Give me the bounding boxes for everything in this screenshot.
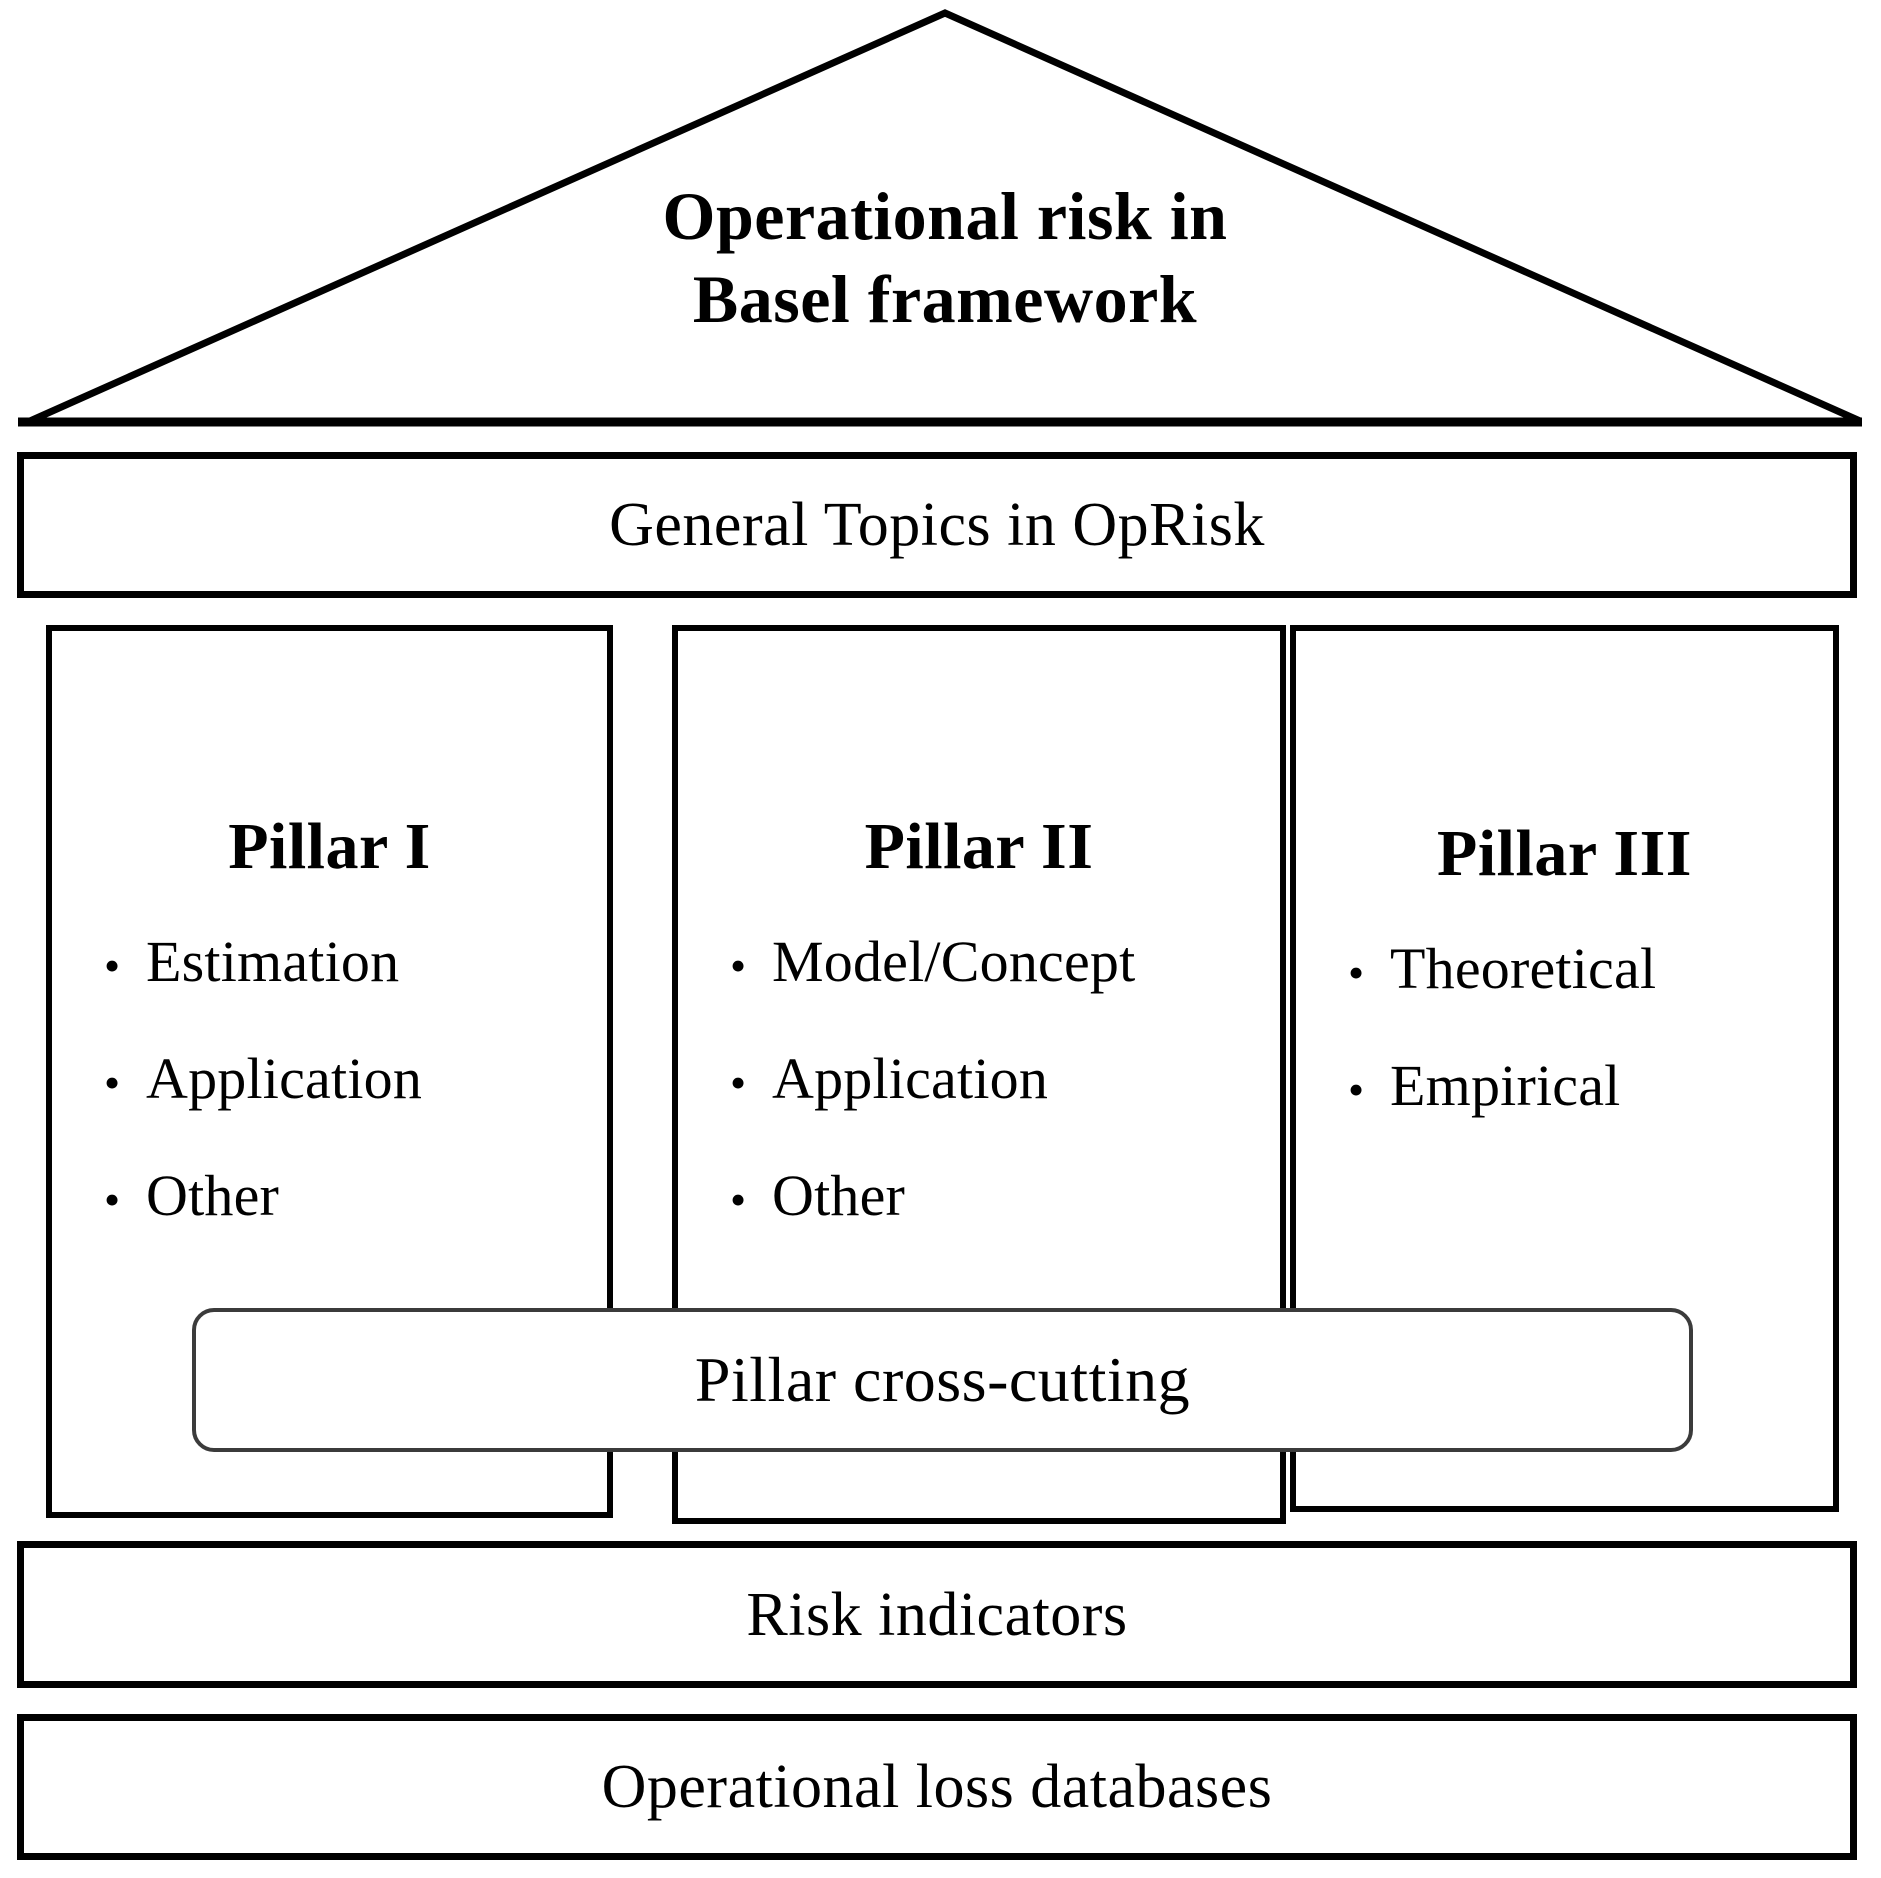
pillar-1-title: Pillar I xyxy=(228,810,431,883)
risk-indicators-bar: Risk indicators xyxy=(17,1541,1857,1688)
bullet-dot-icon: • xyxy=(1347,947,1365,998)
list-item: • Other xyxy=(678,1166,1280,1225)
pillar-2-content: Pillar II • Model/Concept • Application … xyxy=(678,631,1280,1283)
pillar-1-item-0: Estimation xyxy=(146,929,400,994)
pillar-1-content: Pillar I • Estimation • Application • Ot… xyxy=(52,631,607,1283)
pillar-cross-cutting-box: Pillar cross-cutting xyxy=(192,1308,1693,1452)
pillar-2-title: Pillar II xyxy=(864,810,1094,883)
list-item: • Application xyxy=(52,1049,607,1108)
list-item: • Empirical xyxy=(1296,1056,1833,1115)
pillar-2-item-1: Application xyxy=(772,1046,1049,1112)
bullet-dot-icon: • xyxy=(103,1174,121,1226)
operational-loss-databases-label: Operational loss databases xyxy=(601,1753,1273,1821)
bullet-dot-icon: • xyxy=(1347,1064,1365,1116)
pillar-2-item-0: Model/Concept xyxy=(772,929,1136,994)
pillar-1-bullet-list: • Estimation • Application • Other xyxy=(52,932,607,1226)
list-item: • Application xyxy=(678,1049,1280,1108)
pillar-cross-cutting-label: Pillar cross-cutting xyxy=(694,1344,1191,1415)
pillar-3-content: Pillar III • Theoretical • Empirical xyxy=(1296,631,1833,1173)
pillar-3-item-1: Empirical xyxy=(1390,1053,1621,1119)
bullet-dot-icon: • xyxy=(103,1057,121,1109)
pillar-3-item-0: Theoretical xyxy=(1390,936,1657,1001)
bullet-dot-icon: • xyxy=(729,940,747,991)
list-item: • Estimation xyxy=(52,932,607,991)
roof-title: Operational risk in Basel framework xyxy=(470,175,1420,341)
list-item: • Other xyxy=(52,1166,607,1225)
operational-loss-databases-bar: Operational loss databases xyxy=(17,1714,1857,1860)
general-topics-label: General Topics in OpRisk xyxy=(609,491,1265,559)
roof-triangle-shape xyxy=(18,9,1862,427)
risk-indicators-label: Risk indicators xyxy=(746,1580,1128,1649)
roof-title-line-2: Basel framework xyxy=(692,260,1198,337)
pillar-3-bullet-list: • Theoretical • Empirical xyxy=(1296,939,1833,1115)
pillar-3-title: Pillar III xyxy=(1437,817,1692,890)
bullet-dot-icon: • xyxy=(729,1057,747,1109)
bullet-dot-icon: • xyxy=(729,1174,747,1226)
general-topics-bar: General Topics in OpRisk xyxy=(17,452,1857,598)
pillar-1-item-2: Other xyxy=(146,1163,280,1229)
pillar-column-1: Pillar I • Estimation • Application • Ot… xyxy=(46,625,613,1518)
roof-triangle: Operational risk in Basel framework xyxy=(0,0,1881,432)
bullet-dot-icon: • xyxy=(103,940,121,991)
pillar-1-item-1: Application xyxy=(146,1046,423,1112)
pillar-2-item-2: Other xyxy=(772,1163,906,1229)
list-item: • Theoretical xyxy=(1296,939,1833,998)
list-item: • Model/Concept xyxy=(678,932,1280,991)
pillar-2-bullet-list: • Model/Concept • Application • Other xyxy=(678,932,1280,1226)
roof-title-line-1: Operational risk in xyxy=(662,178,1228,254)
